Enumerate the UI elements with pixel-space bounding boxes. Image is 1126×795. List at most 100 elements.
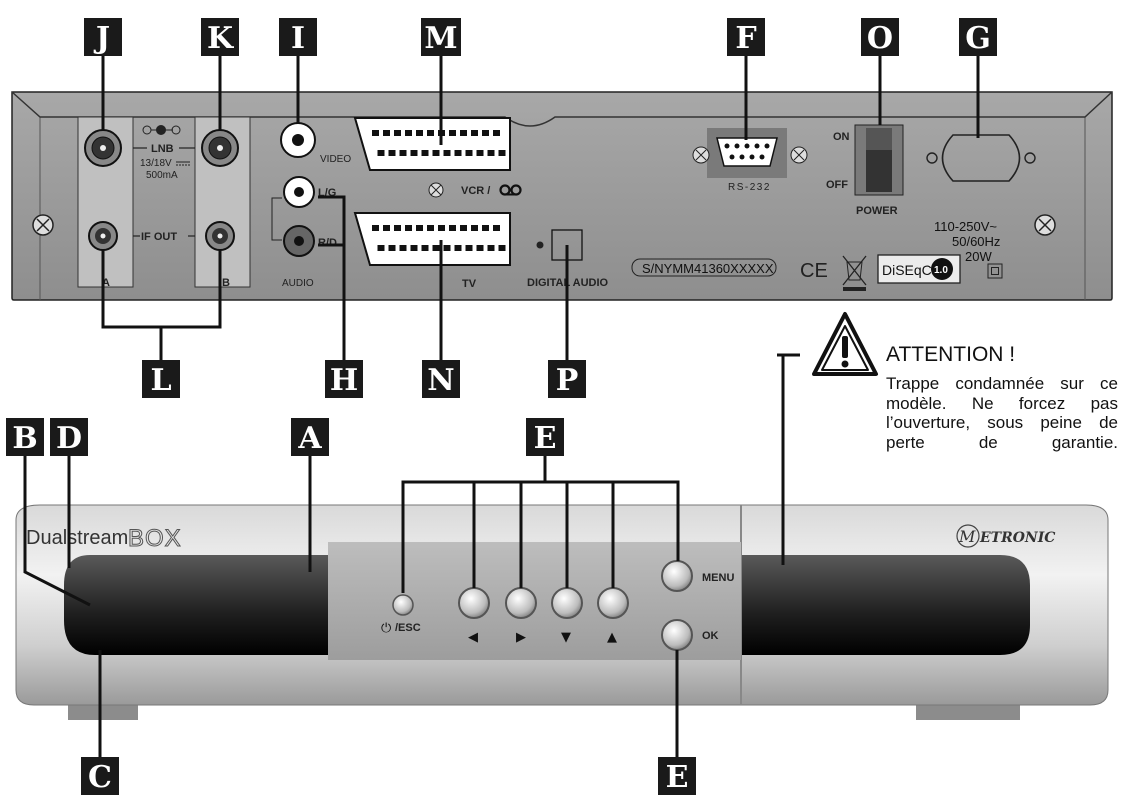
connector-pin	[438, 225, 445, 231]
connector-pin	[410, 245, 418, 251]
screw-right	[1034, 214, 1056, 236]
connector-pin	[410, 150, 418, 156]
right-button[interactable]	[505, 587, 537, 619]
callout-g: G	[959, 18, 997, 56]
metronic-wordmark: ETRONIC	[979, 530, 1055, 546]
callout-d: D	[50, 418, 88, 456]
lnb-spec-current: 500mA	[146, 170, 178, 181]
callout-m: M	[421, 18, 461, 56]
power-off-label: OFF	[826, 179, 848, 191]
connector-pin	[394, 130, 401, 136]
warning-title: ATTENTION !	[886, 343, 1016, 366]
connector-pin	[482, 130, 489, 136]
callout-j: J	[84, 18, 122, 56]
connector-pin	[372, 225, 379, 231]
callout-f: F	[727, 18, 765, 56]
connector-pin	[465, 245, 473, 251]
lnb-label: LNB	[151, 143, 174, 155]
brand-dualstream: Dualstream	[26, 527, 128, 549]
connector-pin	[487, 150, 495, 156]
rear-panel: LNB 13/18V 500mA IF OUT A B VIDEO L/G R/…	[11, 91, 1113, 301]
connector-pin	[476, 150, 484, 156]
lnb-spec-voltage: 13/18V	[140, 158, 172, 169]
rs232-pin	[754, 143, 760, 149]
screw-middle	[428, 182, 444, 198]
audio-left-rca-jack	[283, 176, 315, 208]
svg-text:M: M	[424, 21, 457, 56]
connector-pin	[449, 225, 456, 231]
svg-text:C: C	[88, 760, 112, 795]
display-window-left	[64, 555, 328, 655]
tv-label: TV	[462, 278, 477, 290]
tuner-a-label: A	[102, 277, 110, 289]
serial-label: S/NYMM41360XXXXX	[642, 261, 774, 276]
metronic-logo: M ETRONIC	[956, 524, 1055, 548]
callout-e-top: E	[526, 418, 564, 456]
svg-text:J: J	[93, 21, 110, 56]
connector-pin	[443, 150, 451, 156]
connector-pin	[487, 245, 495, 251]
video-label: VIDEO	[320, 154, 351, 165]
power-label: POWER	[856, 205, 898, 217]
connector-pin	[449, 130, 456, 136]
connector-pin	[394, 225, 401, 231]
arrow-left-icon: ◀	[468, 630, 478, 645]
svg-text:A: A	[297, 421, 322, 456]
callout-l: L	[142, 360, 180, 398]
ok-button[interactable]	[661, 619, 693, 651]
connector-pin	[498, 150, 506, 156]
mains-socket	[926, 134, 1036, 182]
connector-pin	[388, 150, 396, 156]
if-out-label: IF OUT	[141, 231, 177, 243]
connector-pin	[405, 130, 412, 136]
svg-text:O: O	[867, 21, 893, 56]
rs232-pin	[764, 143, 770, 149]
voltage-label: 110-250V~	[934, 219, 997, 234]
rs232-pin	[724, 143, 730, 149]
left-button[interactable]	[458, 587, 490, 619]
svg-text:N: N	[427, 363, 454, 398]
ce-mark: CE	[800, 260, 828, 282]
warning-body: Trappe condamnée sur ce modèle. Ne force…	[886, 374, 1118, 452]
cassette-icon	[499, 184, 522, 196]
double-insulation-icon	[987, 263, 1003, 279]
callout-a: A	[291, 418, 329, 456]
serial-plate	[631, 258, 777, 277]
up-button[interactable]	[597, 587, 629, 619]
rs232-label: RS-232	[728, 182, 771, 193]
menu-button[interactable]	[661, 560, 693, 592]
connector-pin	[498, 245, 506, 251]
power-icon: ⏻	[381, 621, 391, 636]
connector-pin	[454, 245, 462, 251]
optical-led	[536, 241, 544, 249]
svg-text:E: E	[666, 760, 689, 795]
polarity-icon	[142, 125, 181, 135]
connector-pin	[493, 130, 500, 136]
svg-text:K: K	[207, 21, 234, 56]
scart-vcr-connector	[353, 117, 511, 171]
audio-label: AUDIO	[282, 278, 314, 289]
rs232-pin	[734, 143, 740, 149]
diseqc-version: 1.0	[934, 265, 948, 276]
connector-pin	[383, 225, 390, 231]
rs232-pin	[744, 143, 750, 149]
connector-pin	[416, 130, 423, 136]
connector-pin	[399, 245, 407, 251]
standby-button[interactable]	[392, 594, 414, 616]
callout-e-bottom: E	[658, 757, 696, 795]
svg-text:I: I	[291, 21, 305, 56]
weee-bin-icon	[842, 255, 867, 291]
svg-text:B: B	[12, 421, 37, 456]
rs232-pin	[759, 154, 765, 160]
down-button[interactable]	[551, 587, 583, 619]
rs232-pin	[749, 154, 755, 160]
arrow-up-icon: ▲	[607, 630, 617, 645]
arrow-down-icon: ▼	[561, 630, 571, 645]
connector-pin	[416, 225, 423, 231]
if-out-a-connector	[88, 221, 118, 251]
diseqc-logo: DiSEqC 1.0	[877, 254, 961, 284]
connector-pin	[493, 225, 500, 231]
connector-pin	[421, 245, 429, 251]
if-out-b-connector	[205, 221, 235, 251]
connector-pin	[432, 245, 440, 251]
